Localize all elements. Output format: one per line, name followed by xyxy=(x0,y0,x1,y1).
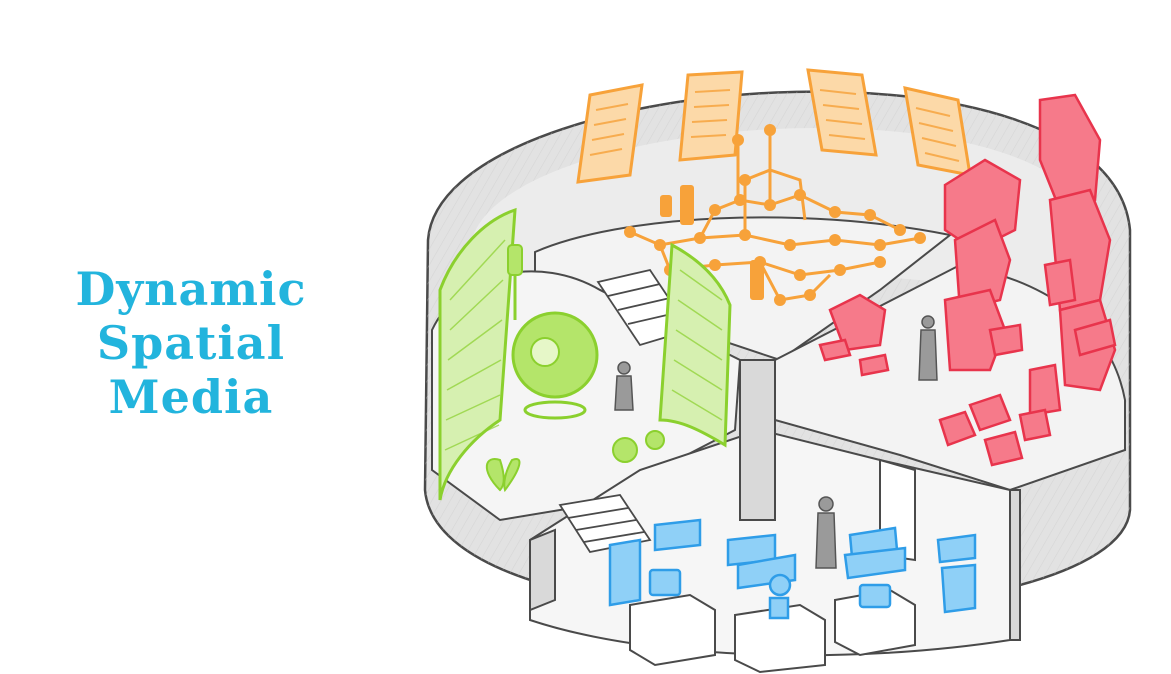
page-title: Dynamic Spatial Media xyxy=(22,262,360,424)
title-line-2: Spatial xyxy=(96,316,286,370)
title-line-3: Media xyxy=(108,370,274,424)
plant-icon xyxy=(485,430,665,493)
hologram-icon xyxy=(608,518,977,620)
green-sphere-zone xyxy=(438,207,732,501)
title-line-1: Dynamic xyxy=(75,262,307,316)
curved-screen-icon xyxy=(438,207,732,501)
stairs-lower xyxy=(558,494,652,554)
globe-icon xyxy=(507,244,599,420)
pedestal-icon xyxy=(629,588,916,674)
blue-exhibit-zone xyxy=(608,518,977,674)
interior-walls xyxy=(529,359,1021,641)
red-blocks-zone xyxy=(818,93,1117,467)
orange-data-zone xyxy=(576,68,972,306)
person-icon xyxy=(614,315,938,569)
